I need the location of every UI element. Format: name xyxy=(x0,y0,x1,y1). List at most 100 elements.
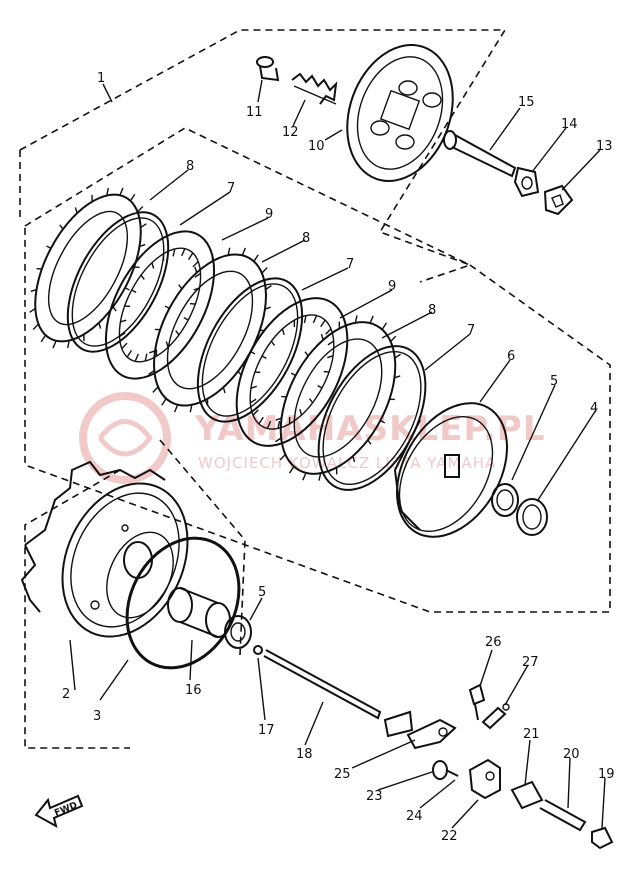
friction-plate-2-tooth xyxy=(164,305,170,310)
friction-plate-2-tooth xyxy=(189,404,193,413)
label-7-a: 7 xyxy=(227,181,235,196)
friction-plate-1-rim xyxy=(34,193,142,343)
label-7-c: 7 xyxy=(467,323,475,338)
friction-plate-1-tooth xyxy=(74,207,78,214)
steel-plate-2-tooth xyxy=(312,315,318,324)
steel-plate-2-rim xyxy=(235,297,349,447)
label-1: 1 xyxy=(97,71,105,86)
fwd-label: FWD xyxy=(53,801,79,819)
friction-plate-2-tooth xyxy=(222,387,226,394)
friction-plate-3-tooth xyxy=(380,419,386,424)
steel-plate-1-tooth xyxy=(121,342,128,350)
friction-plate-2-tooth xyxy=(161,398,167,406)
label-14: 14 xyxy=(561,117,578,132)
steel-plate-2-tooth xyxy=(327,340,335,346)
friction-plate-1-tooth xyxy=(46,245,52,249)
friction-plate-3-tooth xyxy=(367,439,372,445)
steel-plate-2-tooth xyxy=(254,371,261,374)
clutch-plate-1 xyxy=(66,211,170,353)
friction-plate-1 xyxy=(29,187,147,349)
steel-plate-2-tooth xyxy=(258,416,264,425)
label-15: 15 xyxy=(518,95,535,110)
steel-plate-2-tooth xyxy=(293,320,296,328)
friction-plate-3-tooth xyxy=(354,315,358,323)
friction-plate-2-tooth xyxy=(241,247,247,256)
label-13: 13 xyxy=(596,139,613,154)
label-22: 22 xyxy=(441,829,458,844)
friction-plate-1-tooth xyxy=(129,193,136,202)
friction-plate-3-tooth xyxy=(389,398,395,401)
bolt-and-spring xyxy=(256,56,338,105)
label-26: 26 xyxy=(485,635,502,650)
steel-plate-2-tooth xyxy=(249,398,257,404)
push-rod-long xyxy=(253,645,382,720)
label-27: 27 xyxy=(522,655,539,670)
group-outlines xyxy=(19,29,611,749)
steel-plate-2 xyxy=(235,297,349,447)
steel-plate-1-tooth xyxy=(151,262,155,269)
friction-plate-1-bore xyxy=(47,210,129,326)
steel-plate-2-tooth xyxy=(270,340,276,346)
friction-plate-3-tooth xyxy=(288,466,295,474)
steel-plate-1-tooth xyxy=(134,353,139,362)
label-9-b: 9 xyxy=(388,279,396,294)
steel-plate-1-tooth xyxy=(175,330,180,336)
friction-plate-3-tooth xyxy=(290,372,296,377)
label-5-lower: 5 xyxy=(258,585,266,600)
clutch-plate-stack xyxy=(29,187,427,491)
label-25: 25 xyxy=(334,767,351,782)
friction-plate-1-tooth xyxy=(40,334,47,343)
friction-plate-3-tooth xyxy=(279,454,286,461)
steel-plate-2-tooth xyxy=(303,315,307,324)
label-5-upper: 5 xyxy=(550,374,558,389)
clutch-plate-2-rim xyxy=(196,277,304,423)
friction-plate-3-tooth xyxy=(390,335,397,342)
friction-plate-3-tooth xyxy=(394,375,401,379)
steel-plate-1-tooth xyxy=(181,248,186,257)
friction-plate-1-tooth xyxy=(83,334,85,342)
pushrod-and-nut xyxy=(443,130,574,216)
friction-plate-2-tooth xyxy=(264,306,271,310)
label-8-a: 8 xyxy=(186,159,194,174)
clutch-plate-1-rim xyxy=(66,211,170,353)
steel-plate-1-tooth xyxy=(172,248,176,257)
steel-plate-1-rim xyxy=(104,230,216,380)
steel-plate-2-tooth xyxy=(281,328,285,335)
label-17: 17 xyxy=(258,723,275,738)
friction-plate-2-tooth xyxy=(194,266,198,273)
label-24: 24 xyxy=(406,809,423,824)
friction-plate-3 xyxy=(275,315,401,481)
label-12: 12 xyxy=(282,125,299,140)
friction-plate-3-tooth xyxy=(304,351,309,357)
friction-plate-1-tooth xyxy=(137,206,144,213)
friction-plate-2-bore xyxy=(166,270,254,390)
washer-lower xyxy=(224,615,252,649)
label-8-b: 8 xyxy=(302,231,310,246)
friction-plate-2-tooth xyxy=(253,254,259,262)
steel-plate-1-tooth xyxy=(120,319,127,323)
steel-plate-1-tooth xyxy=(189,303,196,305)
friction-plate-2-tooth xyxy=(261,267,268,274)
spacer-sleeve xyxy=(167,587,231,638)
friction-plate-2-tooth xyxy=(227,247,231,256)
friction-plate-3-tooth xyxy=(275,437,282,443)
steel-plate-2-tooth xyxy=(250,385,257,389)
label-6: 6 xyxy=(507,349,515,364)
friction-plate-1-tooth xyxy=(29,307,36,313)
steel-plate-2-tooth xyxy=(323,370,330,373)
clutch-plate-1-bore xyxy=(71,217,165,347)
label-16: 16 xyxy=(185,683,202,698)
steel-plate-2-tooth xyxy=(277,420,281,429)
label-20: 20 xyxy=(563,747,580,762)
friction-plate-1-tooth xyxy=(36,268,42,270)
friction-plate-2-tooth xyxy=(149,350,156,354)
steel-plate-2-tooth xyxy=(320,319,326,328)
steel-plate-2-tooth xyxy=(325,328,332,335)
friction-plate-2-tooth xyxy=(178,284,183,290)
steel-plate-1-tooth xyxy=(162,253,165,261)
friction-plate-1-tooth xyxy=(106,188,110,196)
part-labels: 1 2 3 4 5 5 6 7 7 7 8 8 8 9 9 10 11 12 1… xyxy=(62,71,615,844)
label-19: 19 xyxy=(598,767,615,782)
friction-plate-2-tooth xyxy=(265,285,272,291)
